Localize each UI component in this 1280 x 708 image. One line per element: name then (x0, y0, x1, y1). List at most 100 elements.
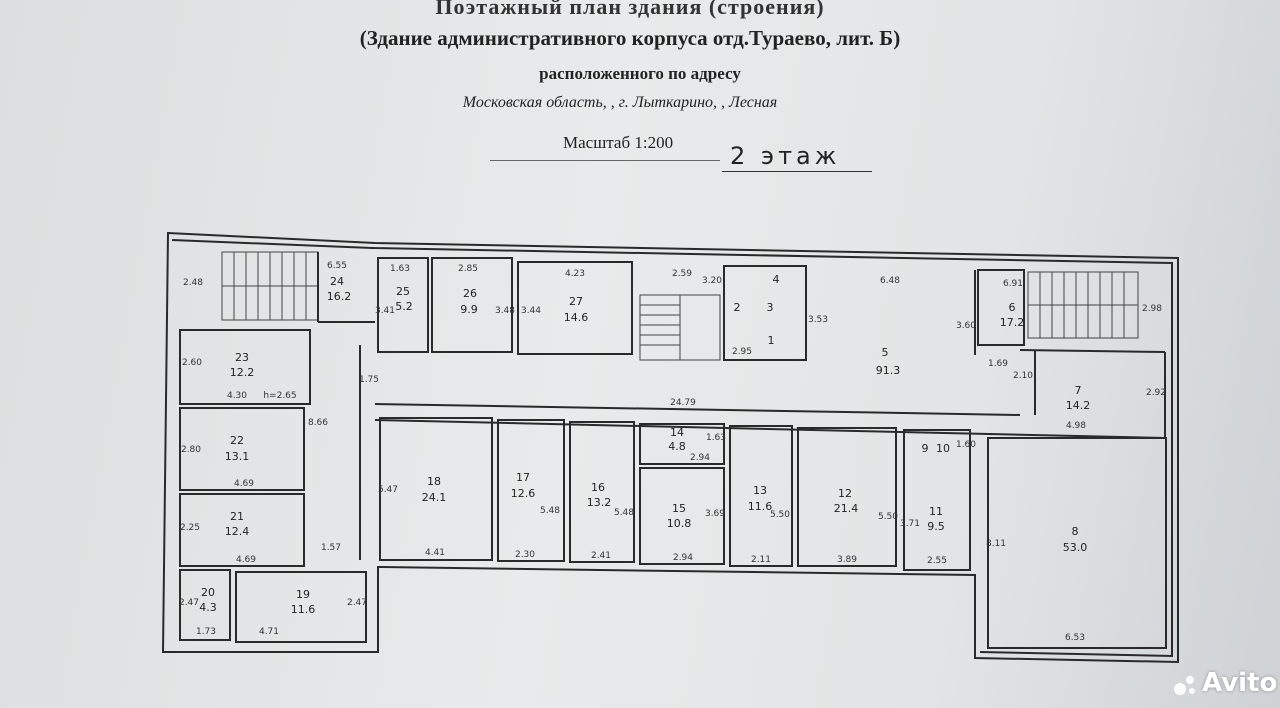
dimension: 2.92 (1146, 388, 1166, 398)
room-area: 17.2 (1000, 316, 1025, 329)
room-area: 11.6 (748, 500, 773, 513)
avito-watermark: Avito (1202, 668, 1278, 698)
dimension: 3.44 (521, 306, 541, 316)
dimension: 2.80 (181, 445, 201, 455)
room-number: 6 (1009, 301, 1016, 314)
dimension: 5.50 (770, 510, 790, 520)
room-area: 13.2 (587, 496, 612, 509)
dimension: 2.30 (515, 550, 535, 560)
dimension: 4.71 (259, 627, 279, 637)
dimension: 3.60 (956, 321, 976, 331)
room-area: 9.5 (927, 520, 945, 533)
dimension: 3.71 (900, 519, 920, 529)
dimension: 2.47 (179, 598, 199, 608)
room-number: 20 (201, 586, 215, 599)
dimension: 3.48 (495, 306, 515, 316)
dimension: h=2.65 (263, 391, 296, 401)
dimension: 3.89 (837, 555, 857, 565)
avito-logo-icon (1174, 676, 1195, 695)
floor-note-underline (722, 171, 872, 172)
room-area: 91.3 (876, 364, 901, 377)
dimension: 5.48 (540, 506, 560, 516)
outer-wall (161, 231, 1179, 664)
dimension: 2.85 (458, 264, 478, 274)
dimension: 2.59 (672, 269, 692, 279)
dimension: 4.41 (425, 548, 445, 558)
dimension: 24.79 (670, 398, 696, 408)
room-number: 7 (1075, 384, 1082, 397)
room-number: 11 (929, 505, 943, 518)
dimension: 6.48 (880, 276, 900, 286)
dimension: 1.75 (359, 375, 379, 385)
dimension: 2.55 (927, 556, 947, 566)
dimension-labels: 6.55 2.48 1.63 2.85 4.23 2.59 3.20 6.48 … (179, 261, 1166, 643)
dimension: 4.69 (234, 479, 254, 489)
room-number: 19 (296, 588, 310, 601)
room-number: 15 (672, 502, 686, 515)
dimension: 1.63 (706, 433, 726, 443)
room-number: 25 (396, 285, 410, 298)
dimension: 5.50 (878, 512, 898, 522)
dimension: 8.11 (986, 539, 1006, 549)
room-area: 14.2 (1066, 399, 1091, 412)
dimension: 2.60 (182, 358, 202, 368)
room-number: 1 (768, 334, 775, 347)
room-area: 12.2 (230, 366, 255, 379)
room-area: 10.8 (667, 517, 692, 530)
room-number: 21 (230, 510, 244, 523)
dimension: 6.53 (1065, 633, 1085, 643)
room-number: 2 (734, 301, 741, 314)
room-number: 24 (330, 275, 344, 288)
dimension: 1.69 (988, 359, 1008, 369)
room-number: 12 (838, 487, 852, 500)
dimension: 3.20 (702, 276, 722, 286)
dimension: 2.10 (1013, 371, 1033, 381)
dimension: 3.69 (705, 509, 725, 519)
room-area: 11.6 (291, 603, 316, 616)
room-area: 12.6 (511, 487, 536, 500)
room-area: 4.3 (199, 601, 217, 614)
dimension: 2.41 (591, 551, 611, 561)
dimension: 2.11 (751, 555, 771, 565)
room-number: 16 (591, 481, 605, 494)
handwritten-floor-note: 2 этаж (730, 142, 841, 170)
dimension: 3.53 (808, 315, 828, 325)
room-number: 18 (427, 475, 441, 488)
dimension: 2.47 (347, 598, 367, 608)
room-area: 9.9 (460, 303, 478, 316)
dimension: 1.60 (956, 440, 976, 450)
dimension: 4.30 (227, 391, 247, 401)
room-number: 27 (569, 295, 583, 308)
room-area: 5.2 (395, 300, 413, 313)
plan-address: Московская область, , г. Лыткарино, , Ле… (462, 94, 778, 111)
room-area: 12.4 (225, 525, 250, 538)
room-labels: 4 2 3 1 5 91.3 6 17.2 7 14.2 8 53.0 9 10… (199, 273, 1090, 616)
room-number: 23 (235, 351, 249, 364)
dimension: 4.23 (565, 269, 585, 279)
room-area: 24.1 (422, 491, 447, 504)
dimension: 6.55 (327, 261, 347, 271)
room-area: 16.2 (327, 290, 352, 303)
room-number: 14 (670, 426, 684, 439)
plan-located-label: расположенного по адресу (539, 64, 741, 83)
room-area: 13.1 (225, 450, 250, 463)
dimension: 2.48 (183, 278, 203, 288)
room-area: 53.0 (1063, 541, 1088, 554)
dimension: 4.69 (236, 555, 256, 565)
room-number: 5 (882, 346, 889, 359)
dimension: 2.95 (732, 347, 752, 357)
room-number: 13 (753, 484, 767, 497)
plan-subtitle: (Здание административного корпуса отд.Ту… (359, 26, 901, 50)
plan-scale: Масштаб 1:200 (563, 133, 674, 152)
dimension: 3.41 (375, 306, 395, 316)
room-number: 4 (773, 273, 780, 286)
dimension: 2.94 (690, 453, 710, 463)
room-area: 4.8 (668, 440, 686, 453)
stair-left-steps (222, 252, 318, 320)
room-number: 10 (936, 442, 950, 455)
room-area: 14.6 (564, 311, 589, 324)
room-number: 3 (767, 301, 774, 314)
dimension: 1.73 (196, 627, 216, 637)
scale-underline (490, 160, 720, 161)
